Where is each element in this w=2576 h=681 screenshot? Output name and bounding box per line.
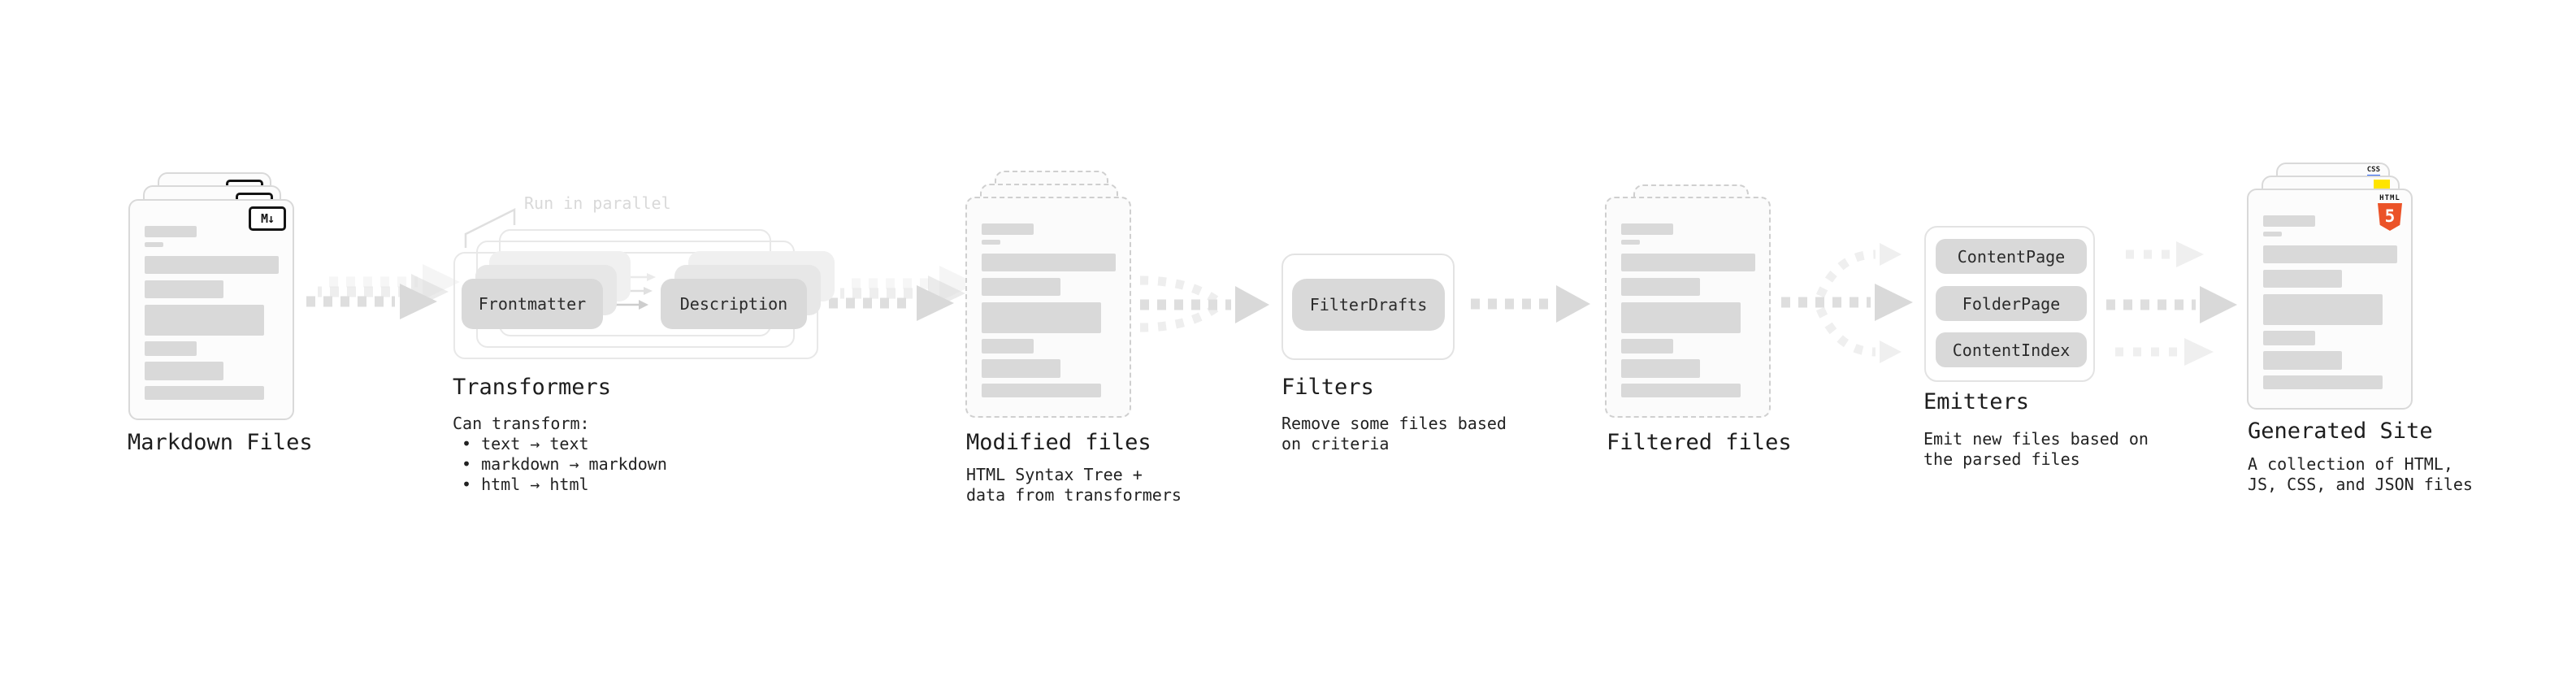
placeholder-text-bar [2263, 245, 2397, 263]
placeholder-text-bar [1621, 302, 1741, 333]
placeholder-text-bar [2263, 270, 2342, 288]
arrow-transformers-to-modified [829, 266, 977, 321]
transformers-caption: Can transform: • text → text • markdown … [453, 414, 667, 495]
placeholder-text-bar [1621, 240, 1640, 245]
placeholder-text-bar [982, 278, 1060, 296]
emitters-title: Emitters [1923, 389, 2030, 414]
description-pill: Description [661, 279, 807, 329]
html5-icon: HTML 5 [2374, 194, 2405, 231]
placeholder-text-bar [145, 226, 197, 237]
placeholder-text-bar [982, 384, 1101, 397]
placeholder-text-bar [2263, 331, 2315, 345]
transformers-title: Transformers [453, 375, 612, 400]
arrow-emitters-to-generated [2106, 241, 2237, 366]
filterdrafts-pill: FilterDrafts [1292, 279, 1445, 331]
placeholder-text-bar [982, 223, 1034, 235]
bullet-item: • text → text [462, 434, 589, 453]
emitters-caption: Emit new files based on the parsed files [1923, 429, 2149, 469]
placeholder-text-bar [145, 256, 279, 274]
placeholder-text-bar [145, 341, 197, 356]
run-in-parallel-callout-line [464, 207, 516, 248]
placeholder-text-bar [2263, 232, 2282, 236]
placeholder-text-bar [145, 386, 264, 400]
filtered-files-title: Filtered files [1607, 430, 1792, 455]
filtered-file-card-front [1605, 197, 1771, 418]
folderpage-pill: FolderPage [1936, 286, 2087, 321]
arrow-filters-to-filtered [1471, 285, 1590, 323]
modified-files-title: Modified files [966, 430, 1151, 455]
frontmatter-pill: Frontmatter [462, 279, 603, 329]
placeholder-text-bar [982, 339, 1034, 354]
modified-files-caption: HTML Syntax Tree + data from transformer… [966, 465, 1182, 505]
contentpage-pill: ContentPage [1936, 239, 2087, 274]
placeholder-text-bar [2263, 351, 2342, 370]
html5-shield: 5 [2378, 203, 2402, 231]
filters-title: Filters [1281, 375, 1374, 400]
placeholder-text-bar [2263, 215, 2315, 227]
placeholder-text-bar [1621, 223, 1673, 235]
placeholder-text-bar [145, 280, 223, 298]
arrow-filtered-to-emitters [1781, 243, 1913, 363]
emitters-panel: ContentPage FolderPage ContentIndex [1924, 226, 2095, 382]
transform-bullet-list: • text → text • markdown → markdown • ht… [453, 434, 667, 495]
arrow-markdown-to-transformers [306, 264, 460, 319]
placeholder-text-bar [982, 254, 1116, 271]
markdown-file-card-front: M↓ [128, 199, 294, 420]
bullet-item: • markdown → markdown [462, 454, 667, 474]
arrow-modified-to-filters [1139, 275, 1269, 332]
placeholder-text-bar [145, 242, 163, 247]
can-transform-heading: Can transform: [453, 414, 590, 433]
placeholder-text-bar [145, 305, 264, 336]
placeholder-text-bar [2263, 375, 2383, 389]
generated-site-caption: A collection of HTML, JS, CSS, and JSON … [2248, 454, 2473, 494]
bullet-item: • html → html [462, 475, 589, 494]
run-in-parallel-label: Run in parallel [524, 193, 671, 213]
placeholder-text-bar [982, 302, 1101, 333]
js-icon [2374, 180, 2390, 189]
placeholder-text-bar [982, 240, 1000, 245]
placeholder-text-bar [1621, 339, 1673, 354]
filters-caption: Remove some files based on criteria [1281, 414, 1507, 453]
placeholder-text-bar [1621, 254, 1755, 271]
placeholder-text-bar [2263, 294, 2383, 325]
markdown-icon: M↓ [249, 206, 286, 231]
generated-file-card-front: HTML 5 [2247, 189, 2413, 410]
placeholder-text-bar [1621, 359, 1700, 378]
contentindex-pill: ContentIndex [1936, 332, 2087, 367]
placeholder-text-bar [1621, 384, 1741, 397]
placeholder-text-bar [1621, 278, 1700, 296]
placeholder-text-bar [145, 362, 223, 380]
generated-site-title: Generated Site [2248, 419, 2433, 444]
markdown-files-title: Markdown Files [128, 430, 313, 455]
placeholder-text-bar [982, 359, 1060, 378]
modified-file-card-front [965, 197, 1131, 418]
